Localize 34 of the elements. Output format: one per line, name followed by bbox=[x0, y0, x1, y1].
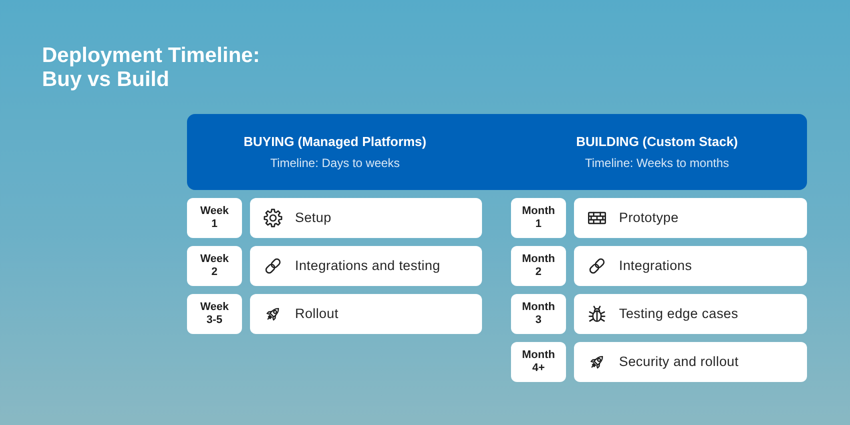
column-heading: BUYING (Managed Platforms) bbox=[244, 134, 426, 150]
period-label: Week 3-5 bbox=[200, 301, 229, 327]
step-label: Integrations and testing bbox=[295, 258, 440, 274]
diagram-title: Deployment Timeline: Buy vs Build bbox=[42, 44, 261, 92]
step-card bbox=[250, 294, 482, 334]
timeline-subtitle: Timeline: Days to weeks bbox=[270, 156, 400, 171]
step-card bbox=[250, 198, 482, 238]
step-card bbox=[574, 342, 807, 382]
step-card bbox=[574, 198, 807, 238]
period-card bbox=[187, 294, 242, 334]
step-label: Security and rollout bbox=[619, 354, 739, 370]
step-card bbox=[250, 246, 482, 286]
column-header-band bbox=[187, 114, 807, 190]
period-label: Month 2 bbox=[522, 253, 555, 279]
period-card bbox=[511, 198, 566, 238]
step-label: Integrations bbox=[619, 258, 692, 274]
step-label: Testing edge cases bbox=[619, 306, 738, 322]
period-card bbox=[511, 294, 566, 334]
period-label: Month 1 bbox=[522, 205, 555, 231]
period-card bbox=[511, 342, 566, 382]
step-label: Rollout bbox=[295, 306, 338, 322]
period-label: Month 4+ bbox=[522, 349, 555, 375]
period-card bbox=[187, 246, 242, 286]
column-heading: BUILDING (Custom Stack) bbox=[576, 134, 738, 150]
step-card bbox=[574, 294, 807, 334]
step-card bbox=[574, 246, 807, 286]
period-card bbox=[187, 198, 242, 238]
period-label: Month 3 bbox=[522, 301, 555, 327]
step-label: Setup bbox=[295, 210, 332, 226]
timeline-subtitle: Timeline: Weeks to months bbox=[584, 156, 730, 171]
period-label: Week 2 bbox=[200, 253, 229, 279]
period-label: Week 1 bbox=[200, 205, 229, 231]
period-card bbox=[511, 246, 566, 286]
step-label: Prototype bbox=[619, 210, 679, 226]
